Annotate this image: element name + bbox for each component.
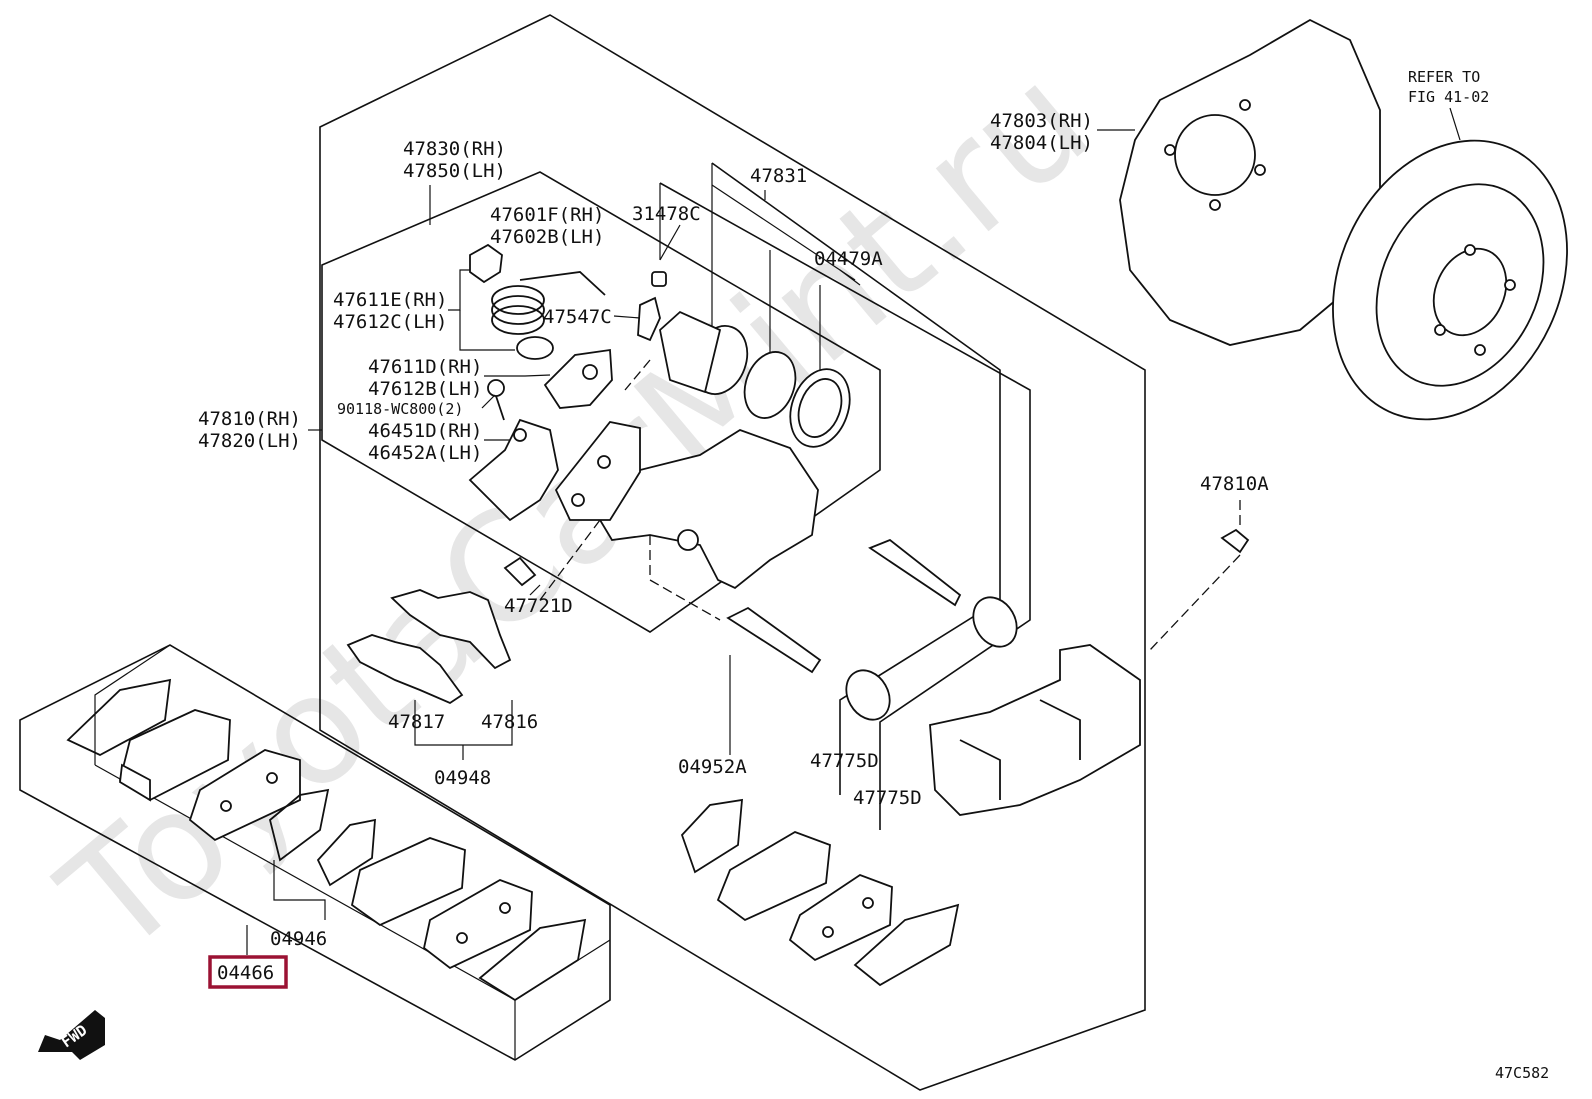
pad-shim-right-1 [680, 798, 743, 874]
label-47831: 47831 [750, 165, 807, 187]
diagram-code: 47C582 [1495, 1064, 1549, 1082]
pad-kit-inner-line [94, 644, 171, 765]
dashed-line-3 [649, 535, 721, 621]
leader-bracket-dash [1149, 554, 1241, 651]
slide-bushing-boot-lower [845, 669, 891, 721]
label-90118: 90118-WC800(2) [337, 400, 463, 418]
anti-squeal-shim-3 [316, 818, 376, 887]
leader-47611E [448, 269, 470, 311]
sub-box-line-g [711, 184, 856, 281]
brake-pad-inner-1 [118, 709, 231, 802]
brake-pad-right-inner [716, 831, 831, 922]
label-31478C: 31478C [632, 203, 701, 225]
label-47611D: 47611D(RH) [368, 356, 482, 378]
leader-47721D [529, 584, 541, 596]
brake-pad-inner-2 [350, 837, 466, 927]
label-47817: 47817 [388, 711, 445, 733]
dust-cover [1119, 18, 1381, 346]
label-47775D-b: 47775D [853, 787, 922, 809]
parking-brake-lever [543, 348, 613, 409]
caliper-body [554, 421, 819, 590]
label-04466[interactable]: 04466 [217, 962, 274, 984]
label-47612C: 47612C(LH) [333, 311, 447, 333]
washer [516, 336, 554, 360]
label-46452A: 46452A(LH) [368, 442, 482, 464]
label-04948: 04948 [434, 767, 491, 789]
label-47830: 47830(RH) [403, 138, 506, 160]
label-47804: 47804(LH) [990, 132, 1093, 154]
cylinder-subassembly-outline [321, 171, 881, 633]
leader-refer [1449, 107, 1461, 141]
bleeder-plug [651, 271, 667, 287]
label-47810: 47810(RH) [198, 408, 301, 430]
brake-disc [1332, 139, 1568, 421]
leader-04946 [273, 860, 326, 920]
label-47602B: 47602B(LH) [490, 226, 604, 248]
highlight-box-04466 [208, 955, 288, 989]
label-47601F: 47601F(RH) [490, 204, 604, 226]
label-47775D-a: 47775D [810, 750, 879, 772]
pad-support-plate-47816 [390, 589, 512, 670]
label-refer-to: REFER TO [1408, 68, 1480, 86]
label-04479A: 04479A [814, 248, 883, 270]
piston-seal [743, 351, 797, 419]
bracket-bolt [487, 379, 505, 421]
anti-squeal-shim-2 [268, 788, 330, 862]
caliper-bolt-47721D [503, 556, 537, 587]
label-47816: 47816 [481, 711, 538, 733]
label-46451D: 46451D(RH) [368, 420, 482, 442]
slide-pin-lower [726, 606, 822, 674]
torsion-spring [491, 271, 606, 335]
caliper-mounting-bracket [929, 644, 1141, 816]
label-04946: 04946 [270, 928, 327, 950]
piston [659, 310, 749, 395]
anti-squeal-shim-4 [478, 918, 587, 1002]
label-47850: 47850(LH) [403, 160, 506, 182]
slide-bushing-boot-upper [972, 596, 1018, 648]
bracket-bolt-47810A [1220, 528, 1250, 554]
brake-pad-outer-2 [423, 879, 533, 970]
fwd-arrow-icon: FWD [38, 1010, 105, 1060]
anti-squeal-shim-1 [66, 678, 172, 757]
label-fig-41-02: FIG 41-02 [1408, 88, 1489, 106]
label-47547C: 47547C [543, 306, 612, 328]
cylinder-boot-inner [797, 378, 843, 438]
parking-lever-nut [469, 243, 503, 284]
label-47803: 47803(RH) [990, 110, 1093, 132]
label-47611E: 47611E(RH) [333, 289, 447, 311]
label-04952A: 04952A [678, 756, 747, 778]
leader-90118 [481, 394, 496, 409]
leader-31478C [659, 224, 681, 261]
caliper-assembly-outline [319, 14, 1146, 1091]
pad-shim-right-2 [853, 903, 960, 987]
slide-pin-upper [868, 538, 962, 607]
label-47820: 47820(LH) [198, 430, 301, 452]
leader-47611E-b [459, 310, 515, 351]
brake-pad-right-outer [788, 873, 893, 962]
label-47721D: 47721D [504, 595, 573, 617]
label-47612B: 47612B(LH) [368, 378, 482, 400]
sub-box-line-a [659, 182, 1031, 830]
leader-47547C [613, 315, 641, 319]
leader-04479A [839, 269, 861, 286]
cylinder-boot [789, 368, 851, 448]
brake-pad-outer-1 [188, 749, 301, 842]
dashed-line-2 [539, 519, 601, 601]
pad-support-plate-47817 [346, 634, 464, 705]
leader-47611D [484, 374, 551, 377]
bleeder-valve [637, 296, 661, 342]
dashed-line-1 [624, 359, 651, 391]
label-47810A: 47810A [1200, 473, 1269, 495]
